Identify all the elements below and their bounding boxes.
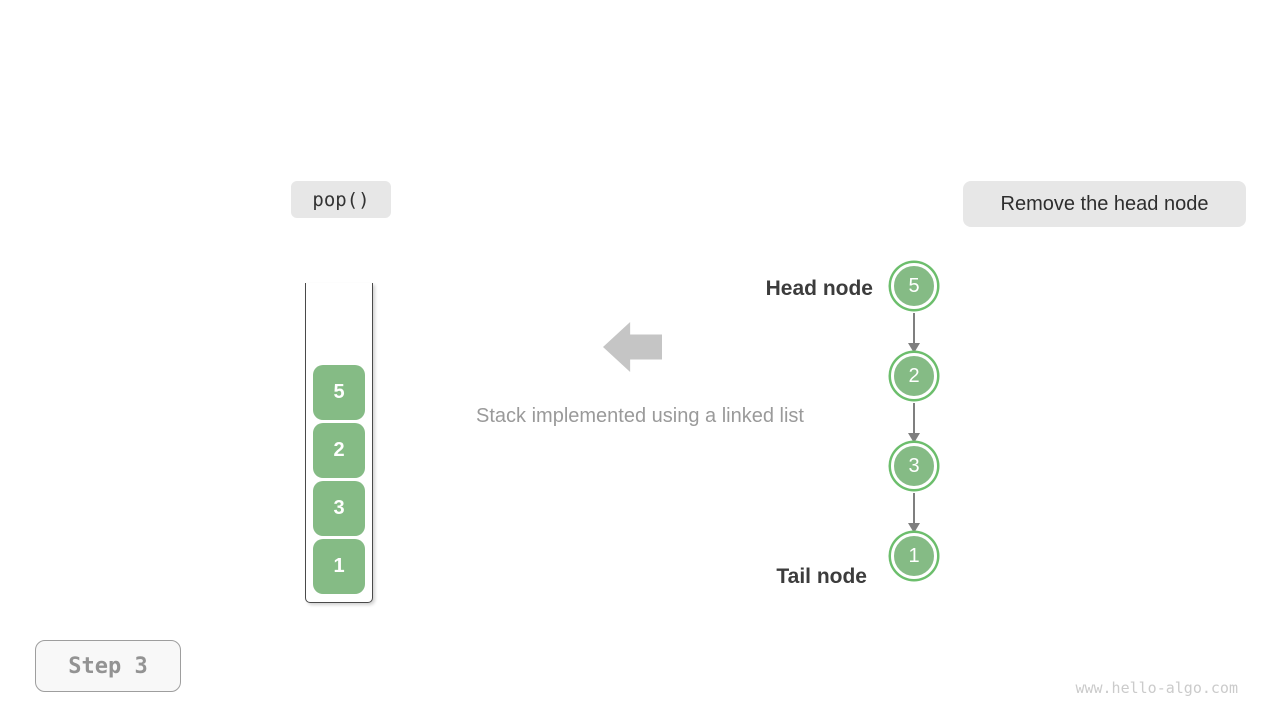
down-arrow-icon	[908, 489, 920, 533]
head-node-label: Head node	[765, 277, 873, 300]
stack-caption: Stack implemented using a linked list	[476, 405, 804, 427]
stack-block: 3	[313, 481, 365, 536]
linked-list: 5 2 3 1	[891, 263, 937, 579]
connector-line	[912, 493, 916, 523]
arrowhead	[908, 433, 920, 443]
pop-operation-label: pop()	[291, 181, 391, 218]
arrowhead	[908, 523, 920, 533]
list-node: 3	[891, 443, 937, 489]
step-badge: Step 3	[35, 640, 181, 692]
connector-line	[912, 403, 916, 433]
down-arrow-icon	[908, 399, 920, 443]
stack-block: 5	[313, 365, 365, 420]
remove-head-node-annotation: Remove the head node	[963, 181, 1246, 227]
tail-node-label: Tail node	[776, 565, 867, 588]
arrowhead	[908, 343, 920, 353]
connector-line	[912, 313, 916, 343]
left-arrow-icon	[603, 322, 662, 372]
down-arrow-icon	[908, 309, 920, 353]
list-node: 2	[891, 353, 937, 399]
list-node: 1	[891, 533, 937, 579]
list-node: 5	[891, 263, 937, 309]
stack-block: 2	[313, 423, 365, 478]
stack-block: 1	[313, 539, 365, 594]
watermark: www.hello-algo.com	[1075, 679, 1238, 697]
